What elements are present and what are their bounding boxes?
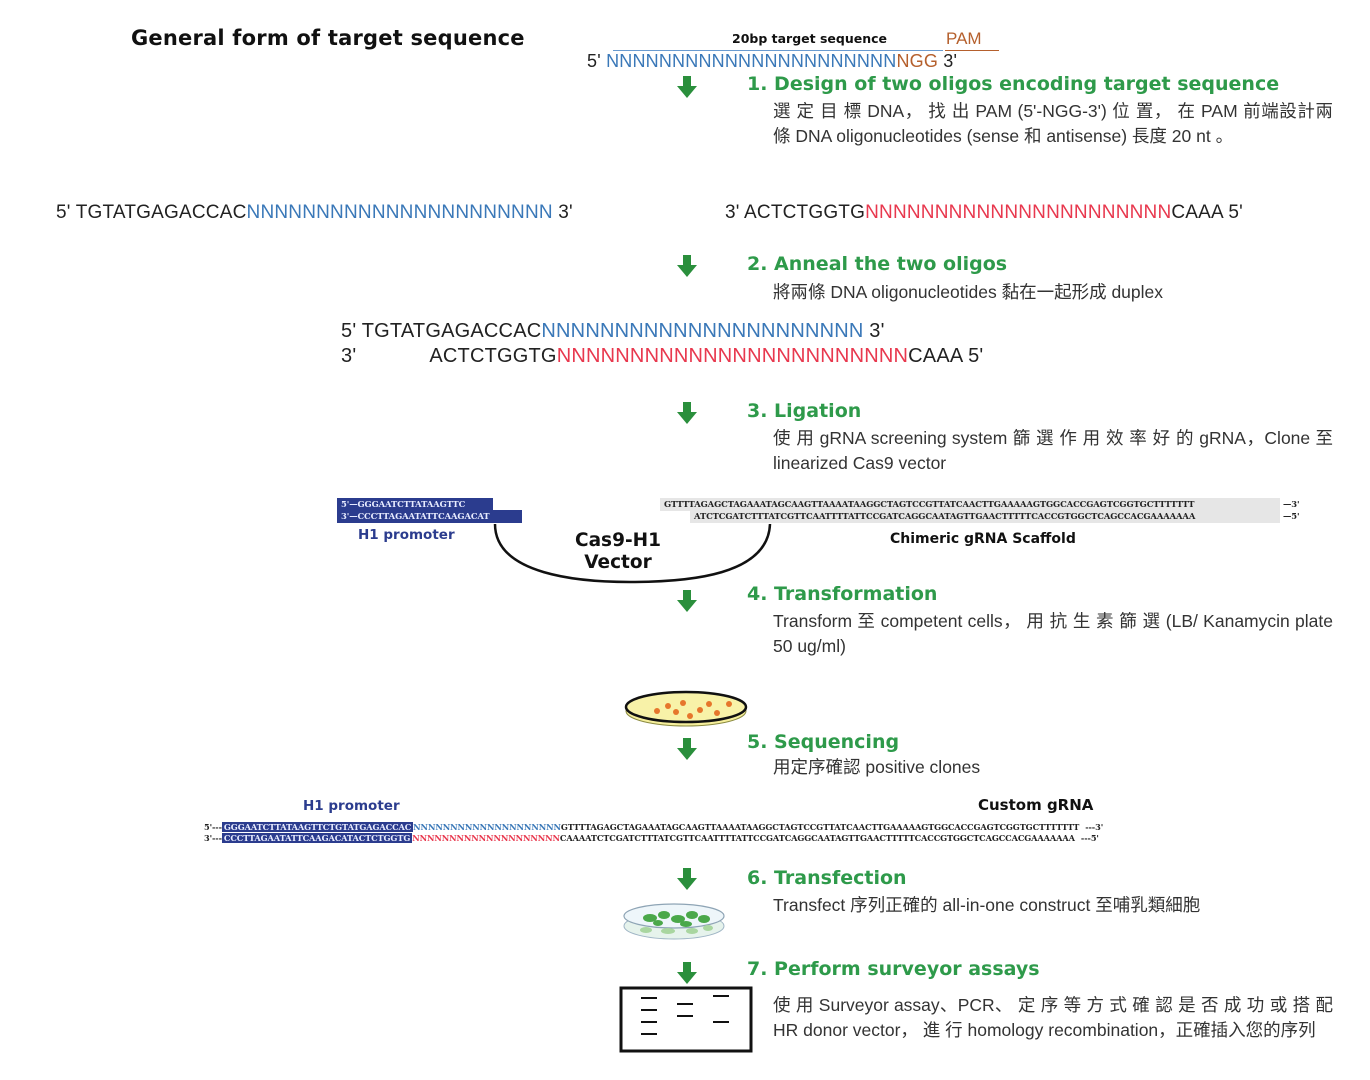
construct-n-bottom: NNNNNNNNNNNNNNNNNNNN [412,833,560,843]
step-5-title: 5. Sequencing [747,731,900,753]
duplex-top-strand: 5' TGTATGAGACCACNNNNNNNNNNNNNNNNNNNNNN 3… [341,320,885,343]
construct-h1-promoter-label: H1 promoter [303,798,400,814]
antisense-oligo: 3' ACTCTGGTGNNNNNNNNNNNNNNNNNNNNNNCAAA 5… [725,202,1243,224]
construct-top-prefix: 5'--- [204,822,222,832]
pam-label: PAM [946,29,982,48]
duplex-top-5prime: 5' TGTATGAGACCAC [341,320,542,342]
custom-grna-label: Custom gRNA [978,796,1094,814]
scaffold-top-end: —3' [1283,499,1300,509]
three-prime-label: 3' [943,51,958,71]
scaffold-top-strand: GTTTTAGAGCTAGAAATAGCAAGTTAAAATAAGGCTAGTC… [660,498,1280,511]
petri-dish-colonies-icon [624,690,748,727]
pam-bracket-line [945,50,999,51]
step-1-description: 選 定 目 標 DNA， 找 出 PAM (5'-NGG-3') 位 置， 在 … [773,101,1333,146]
step-7-title: 7. Perform surveyor assays [747,958,1040,980]
construct-top-end: ---3' [1085,822,1104,832]
step-7-description: 使 用 Surveyor assay、PCR、 定 序 等 方 式 確 認 是 … [773,995,1333,1040]
sense-oligo: 5' TGTATGAGACCACNNNNNNNNNNNNNNNNNNNNNN 3… [56,202,573,224]
h1-promoter-top-strand: 5'—GGGAATCTTATAAGTTC [337,498,493,511]
cell-culture-dish-icon [623,903,725,940]
vector-name-line2: Vector [584,552,652,573]
down-arrow-icon [677,738,697,760]
target-n-sequence: NNNNNNNNNNNNNNNNNNNNNN [606,51,897,71]
step-4-title: 4. Transformation [747,583,938,605]
gel-electrophoresis-icon [619,986,753,1053]
duplex-top-n: NNNNNNNNNNNNNNNNNNNNNN [541,320,864,342]
step-2-description: 將兩條 DNA oligonucleotides 黏在一起形成 duplex [773,282,1164,302]
general-target-sequence: 5' NNNNNNNNNNNNNNNNNNNNNNNGG 3' [587,51,957,72]
step-5-description: 用定序確認 positive clones [773,757,981,777]
target-bracket-line [613,50,943,51]
scaffold-label: Chimeric gRNA Scaffold [890,531,1076,547]
vector-name: Cas9-H1 Vector [575,530,661,574]
down-arrow-icon [677,962,697,984]
target-sequence-label: 20bp target sequence [732,31,887,46]
step-1-title: 1. Design of two oligos encoding target … [747,73,1280,95]
step-6-title: 6. Transfection [747,867,907,889]
five-prime-label: 5' [587,51,601,71]
step-6-description: Transfect 序列正確的 all-in-one construct 至哺乳… [773,895,1201,915]
page-title: General form of target sequence [131,26,525,50]
step-2-title: 2. Anneal the two oligos [747,253,1008,275]
construct-h1-bottom: CCCTTAGAATATTCAAGACATACTCTGGTG [221,833,413,843]
construct-scaffold-bottom: CAAAATCTCGATCTTTATCGTTCAATTTTATTCCGATCAG… [559,833,1075,843]
duplex-bottom-strand: 3' ACTCTGGTGNNNNNNNNNNNNNNNNNNNNNNNNCAAA … [341,345,983,368]
h1-promoter-bottom-strand: 3'—CCCTTAGAATATTCAAGACAT [337,510,522,523]
down-arrow-icon [677,255,697,277]
duplex-top-3prime: 3' [863,320,885,342]
down-arrow-icon [677,868,697,890]
antisense-oligo-n: NNNNNNNNNNNNNNNNNNNNNN [865,202,1172,223]
step-3-title: 3. Ligation [747,400,862,422]
duplex-bottom-3prime: 3' [341,345,357,367]
antisense-oligo-tail: CAAA 5' [1171,202,1243,223]
sense-oligo-5prime: 5' TGTATGAGACCAC [56,202,247,223]
construct-n-top: NNNNNNNNNNNNNNNNNNNN [413,822,561,832]
step-4-description: Transform 至 competent cells， 用 抗 生 素 篩 選… [773,611,1333,656]
sense-oligo-3prime: 3' [552,202,573,223]
construct-h1-top: GGGAATCTTATAAGTTCTGTATGAGACCAC [221,822,414,832]
vector-backbone-arc [493,523,772,584]
sense-oligo-n: NNNNNNNNNNNNNNNNNNNNNN [246,202,553,223]
step-3-description: 使 用 gRNA screening system 篩 選 作 用 效 率 好 … [773,428,1333,473]
antisense-oligo-3prime: 3' ACTCTGGTG [725,202,866,223]
down-arrow-icon [677,402,697,424]
scaffold-bottom-end: —5' [1283,511,1300,521]
duplex-bottom-n: NNNNNNNNNNNNNNNNNNNNNNNN [556,345,909,367]
construct-scaffold-top: GTTTTAGAGCTAGAAATAGCAAGTTAAAATAAGGCTAGTC… [560,822,1080,832]
construct-bottom-prefix: 3'--- [204,833,222,843]
duplex-bottom-seq: ACTCTGGTG [429,345,557,367]
h1-promoter-label: H1 promoter [358,527,455,543]
scaffold-bottom-strand: ATCTCGATCTTTATCGTTCAATTTTATTCCGATCAGGCAA… [690,510,1280,523]
duplex-bottom-tail: CAAA 5' [908,345,984,367]
down-arrow-icon [677,76,697,98]
pam-sequence: NGG [896,51,939,71]
construct-bottom-end: ---5' [1080,833,1099,843]
down-arrow-icon [677,590,697,612]
vector-name-line1: Cas9-H1 [575,530,661,551]
